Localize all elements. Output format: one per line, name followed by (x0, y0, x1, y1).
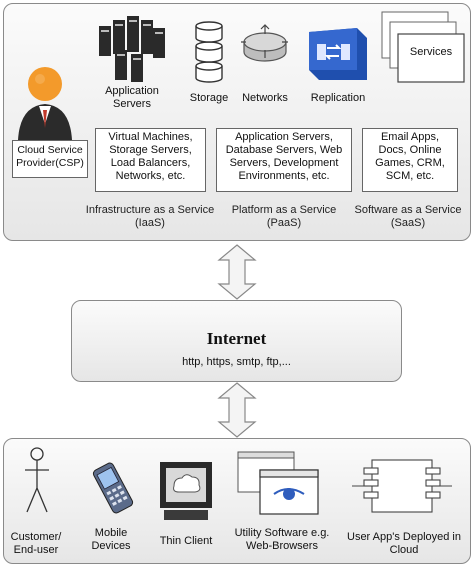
paas-caption: Platform as a Service (PaaS) (214, 204, 354, 230)
user-apps-label: User App's Deployed in Cloud (340, 531, 468, 557)
service-provider-person-icon (18, 67, 72, 140)
saas-caption: Software as a Service (SaaS) (342, 204, 474, 230)
csp-label-line: Provider(CSP) (16, 157, 84, 169)
iaas-item: Load Balancers, (110, 157, 191, 169)
app-components-icon (352, 459, 452, 513)
application-servers-line: Servers (113, 98, 151, 110)
iaas-item: Networks, etc. (115, 170, 186, 182)
paas-item: Application Servers, (235, 131, 333, 143)
customer-label-line: Customer/ (10, 531, 62, 543)
services-documents-icon (381, 11, 465, 83)
application-servers-label: Application Servers (97, 85, 167, 111)
utility-software-line: Web-Browsers (246, 540, 318, 552)
iaas-caption-line: Infrastructure as a Service (85, 204, 215, 216)
customer-stick-figure-icon (25, 447, 49, 513)
customer-label: Customer/ End-user (4, 531, 68, 557)
services-label: Services (409, 46, 453, 58)
paas-item: Database Servers, Web (225, 144, 343, 156)
paas-item: Environments, etc. (238, 170, 330, 182)
thin-client-monitor-icon (160, 462, 212, 520)
mobile-devices-line: Devices (91, 540, 131, 552)
double-arrow-icon-top (217, 244, 257, 300)
saas-item: Email Apps, (380, 131, 440, 143)
user-apps-line: User App's Deployed in (347, 531, 461, 543)
internet-panel (71, 300, 402, 382)
utility-software-line: Utility Software e.g. (234, 527, 330, 539)
replication-icon (309, 28, 367, 80)
replication-label: Replication (310, 92, 366, 104)
saas-caption-line: (SaaS) (390, 217, 426, 229)
csp-label-line: Cloud Service (17, 144, 83, 156)
mobile-devices-label: Mobile Devices (80, 527, 142, 553)
storage-label: Storage (189, 92, 229, 104)
mobile-phone-icon (92, 462, 134, 514)
saas-item: SCM, etc. (385, 170, 435, 182)
iaas-caption: Infrastructure as a Service (IaaS) (80, 204, 220, 230)
internet-protocols: http, https, smtp, ftp,... (182, 356, 291, 368)
saas-caption-line: Software as a Service (354, 204, 462, 216)
paas-box: Application Servers, Database Servers, W… (216, 128, 352, 192)
paas-item: Servers, Development (229, 157, 339, 169)
web-browser-windows-icon (237, 451, 319, 515)
application-servers-icon (99, 16, 165, 82)
internet-title: Internet (206, 329, 267, 348)
saas-box: Email Apps, Docs, Online Games, CRM, SCM… (362, 128, 458, 192)
storage-icon (195, 21, 223, 83)
mobile-devices-line: Mobile (94, 527, 128, 539)
iaas-box: Virtual Machines, Storage Servers, Load … (95, 128, 206, 192)
utility-software-label: Utility Software e.g. Web-Browsers (226, 527, 338, 553)
thin-client-label: Thin Client (159, 535, 213, 547)
iaas-item: Virtual Machines, (108, 131, 193, 143)
paas-caption-line: Platform as a Service (231, 204, 337, 216)
saas-item: Docs, Online (378, 144, 442, 156)
customer-label-line: End-user (13, 544, 59, 556)
double-arrow-icon-bottom (217, 382, 257, 438)
application-servers-line: Application (105, 85, 159, 97)
network-router-icon (241, 24, 288, 62)
saas-item: Games, CRM, (375, 157, 445, 169)
iaas-item: Storage Servers, (109, 144, 192, 156)
iaas-caption-line: (IaaS) (135, 217, 165, 229)
paas-caption-line: (PaaS) (266, 217, 302, 229)
service-provider-label: Cloud Service Provider(CSP) (12, 140, 88, 178)
networks-label: Networks (242, 92, 288, 104)
user-apps-line: Cloud (389, 544, 419, 556)
